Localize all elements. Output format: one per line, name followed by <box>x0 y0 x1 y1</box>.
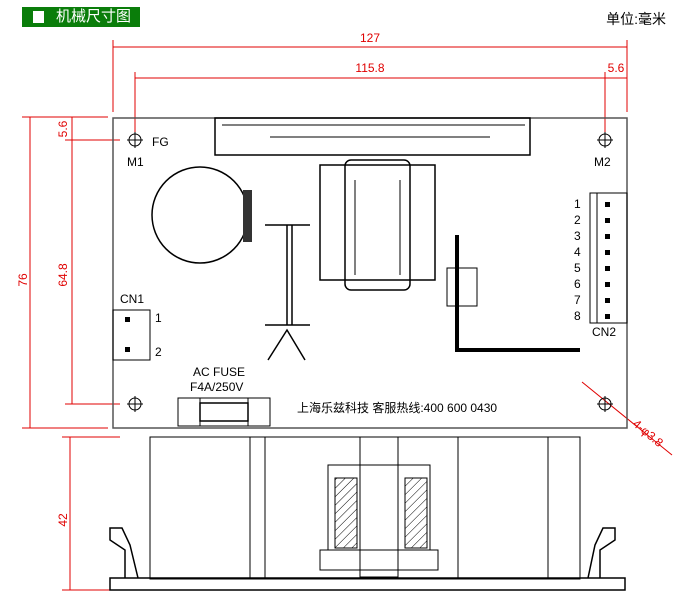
dim-hole-spacing: 115.8 <box>355 61 384 75</box>
dim-hole-offset-y: 5.6 <box>56 120 70 137</box>
section-header: 机械尺寸图 <box>22 7 140 27</box>
hole-m2-icon <box>597 132 613 148</box>
dim-height: 76 <box>16 273 30 287</box>
dim-depth: 42 <box>56 513 70 527</box>
heatsink-top <box>214 117 531 156</box>
transformer <box>319 159 436 291</box>
hole-br-icon <box>597 396 613 412</box>
cn2-pin: 1 <box>574 197 581 211</box>
m2-label: M2 <box>594 155 611 169</box>
dim-hole-offset-x: 5.6 <box>608 61 625 75</box>
m1-label: M1 <box>127 155 144 169</box>
cn2-pin: 4 <box>574 245 581 259</box>
side-view <box>109 436 626 591</box>
cn1-label: CN1 <box>120 292 144 306</box>
cn2-pins: 1 2 3 4 5 6 7 8 <box>574 197 581 323</box>
dim-hole-spec: 4-φ3.8 <box>630 417 666 451</box>
section-title: 机械尺寸图 <box>56 8 132 25</box>
company-hotline: 上海乐兹科技 客服热线:400 600 0430 <box>297 400 497 415</box>
mounting-holes <box>127 132 613 412</box>
fuse-label-2: F4A/250V <box>190 380 243 394</box>
dim-width: 127 <box>360 31 380 45</box>
small-heatsink <box>265 224 310 361</box>
cn2-pin: 2 <box>574 213 581 227</box>
cn2-label: CN2 <box>592 325 616 339</box>
square-icon <box>33 11 44 23</box>
unit-label: 单位:毫米 <box>606 11 666 27</box>
cn2-pin: 3 <box>574 229 581 243</box>
cn2-pin: 6 <box>574 277 581 291</box>
fg-label: FG <box>152 135 169 149</box>
cn1-connector <box>112 309 151 361</box>
l-bracket <box>446 235 580 352</box>
fuse <box>177 397 271 427</box>
cn2-pin: 5 <box>574 261 581 275</box>
hole-bl-icon <box>127 396 143 412</box>
dim-hole-spacing-y: 64.8 <box>56 263 70 287</box>
cn2-pin: 7 <box>574 293 581 307</box>
cn1-pin: 1 <box>155 311 162 325</box>
cn2-connector <box>589 192 628 324</box>
capacitor <box>151 166 252 264</box>
cn1-pin: 2 <box>155 345 162 359</box>
cn2-pin: 8 <box>574 309 581 323</box>
hole-m1-icon <box>127 132 143 148</box>
dimension-lines <box>22 40 673 591</box>
fuse-label-1: AC FUSE <box>193 365 245 379</box>
